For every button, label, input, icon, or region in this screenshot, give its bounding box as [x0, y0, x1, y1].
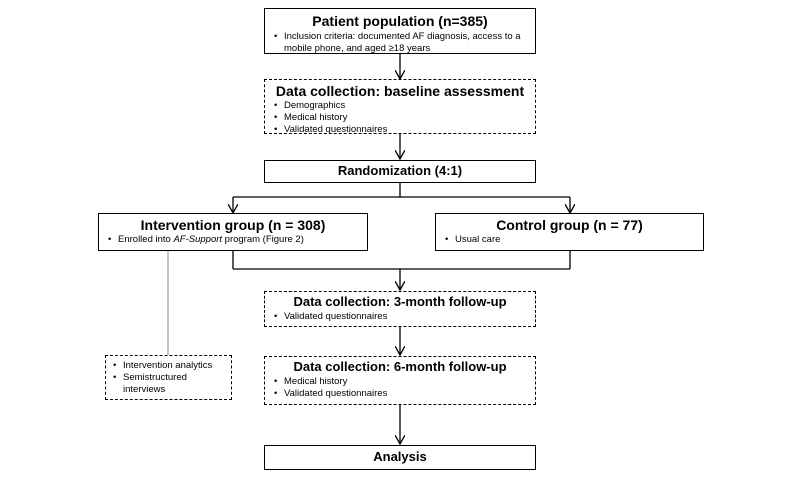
followup-6-month-box: Data collection: 6-month follow-up Medic… [264, 356, 536, 405]
randomization-title: Randomization (4:1) [337, 163, 463, 179]
followup-6-month-item: Medical history [271, 376, 529, 388]
inclusion-criteria: Inclusion criteria: documented AF diagno… [271, 31, 529, 55]
analytics-item: Semistructured interviews [110, 372, 227, 396]
randomization-box: Randomization (4:1) [264, 160, 536, 183]
baseline-item: Medical history [271, 112, 529, 124]
patient-population-box: Patient population (n=385) Inclusion cri… [264, 8, 536, 54]
af-support-program-name: AF-Support [173, 234, 223, 246]
patient-population-title: Patient population (n=385) [312, 13, 488, 29]
followup-3-month-title: Data collection: 3-month follow-up [293, 294, 507, 309]
baseline-assessment-title: Data collection: baseline assessment [275, 83, 525, 99]
intervention-item-post: program (Figure 2) [222, 234, 304, 246]
control-item: Usual care [442, 234, 697, 246]
followup-3-month-box: Data collection: 3-month follow-up Valid… [264, 291, 536, 327]
analysis-title: Analysis [373, 449, 427, 465]
control-group-title: Control group (n = 77) [496, 217, 643, 233]
analytics-item: Intervention analytics [110, 360, 227, 372]
intervention-item-pre: Enrolled into [118, 234, 174, 246]
analysis-box: Analysis [264, 445, 536, 470]
baseline-item: Validated questionnaires [271, 124, 529, 136]
control-group-box: Control group (n = 77) Usual care [435, 213, 704, 251]
intervention-item: Enrolled into AF-Support program (Figure… [105, 234, 361, 246]
intervention-group-title: Intervention group (n = 308) [140, 217, 326, 233]
followup-6-month-title: Data collection: 6-month follow-up [293, 359, 507, 374]
baseline-assessment-box: Data collection: baseline assessment Dem… [264, 79, 536, 136]
followup-6-month-item: Validated questionnaires [271, 388, 529, 400]
intervention-analytics-box: Intervention analytics Semistructured in… [105, 355, 232, 400]
intervention-group-box: Intervention group (n = 308) Enrolled in… [98, 213, 368, 251]
followup-3-month-item: Validated questionnaires [271, 311, 529, 323]
baseline-item: Demographics [271, 100, 529, 112]
